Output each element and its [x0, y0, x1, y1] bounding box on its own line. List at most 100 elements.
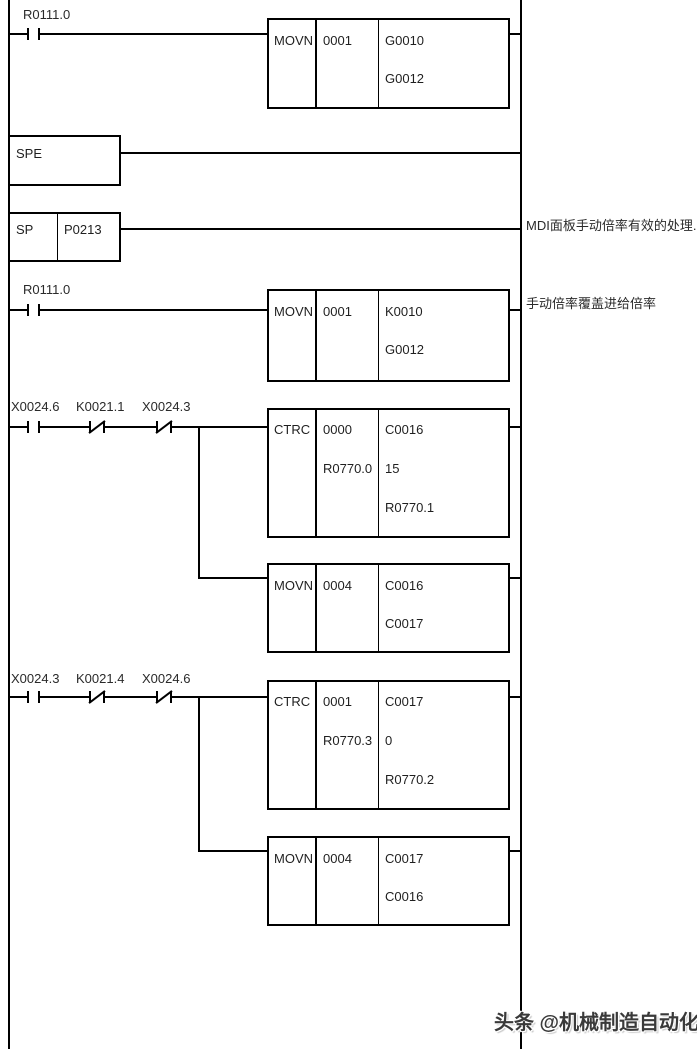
operand: R0770.2 — [385, 772, 435, 787]
contact-no-icon — [27, 304, 40, 316]
opcode: CTRC — [274, 422, 311, 437]
act-value: 0000 — [323, 422, 352, 437]
contact-nc-icon — [155, 420, 173, 434]
contact-label: X0024.6 — [11, 399, 60, 414]
rung4-branch-output-stub — [510, 850, 520, 852]
operand: C0017 — [385, 851, 424, 866]
rung1-output-stub — [510, 33, 520, 35]
contact-label: X0024.6 — [142, 671, 191, 686]
operand: R0770.0 — [323, 461, 373, 476]
contact-no-icon — [27, 28, 40, 40]
contact-bar — [156, 691, 158, 703]
operand-cell: K0010 G0012 — [378, 291, 508, 380]
spe-block: SPE — [8, 135, 121, 186]
rung2-wire — [9, 309, 267, 311]
contact-label: R0111.0 — [23, 282, 71, 297]
operand: G0012 — [385, 342, 425, 357]
spe-label: SPE — [16, 146, 43, 161]
operand: R0770.3 — [323, 733, 373, 748]
instruction-box-movn: MOVN 0001 G0010 G0012 — [267, 18, 510, 109]
opcode-cell: CTRC — [269, 410, 315, 536]
contact-bar — [38, 691, 40, 703]
right-power-rail — [520, 0, 522, 1049]
contact-bar — [27, 28, 29, 40]
operand: C0016 — [385, 422, 424, 437]
contact-nc-icon — [155, 690, 173, 704]
instruction-box-ctrc: CTRC 0001 R0770.3 C0017 0 R0770.2 — [267, 680, 510, 810]
param-cell: 0001 — [315, 20, 378, 107]
contact-bar — [27, 421, 29, 433]
contact-label: K0021.4 — [76, 671, 125, 686]
sp-block: SP P0213 — [8, 212, 121, 262]
act-value: 0004 — [323, 851, 352, 866]
opcode-cell: MOVN — [269, 20, 315, 107]
param-cell: 0001 R0770.3 — [315, 682, 378, 808]
opcode: CTRC — [274, 694, 311, 709]
param-cell: 0001 — [315, 291, 378, 380]
contact-bar — [38, 304, 40, 316]
opcode-cell: MOVN — [269, 838, 315, 924]
contact-bar — [89, 691, 91, 703]
sp-label: SP — [16, 222, 34, 237]
rung4-branch-wire — [198, 696, 200, 852]
param-cell: 0004 — [315, 565, 378, 651]
instruction-box-ctrc: CTRC 0000 R0770.0 C0016 15 R0770.1 — [267, 408, 510, 538]
operand-cell: C0017 C0016 — [378, 838, 508, 924]
contact-bar — [38, 421, 40, 433]
param-cell: 0000 R0770.0 — [315, 410, 378, 536]
spe-output-wire — [121, 152, 520, 154]
opcode: MOVN — [274, 851, 313, 866]
operand-cell: C0016 15 R0770.1 — [378, 410, 508, 536]
operand: G0012 — [385, 71, 425, 86]
contact-bar — [103, 691, 105, 703]
opcode-cell: MOVN — [269, 291, 315, 380]
operand-cell: C0017 0 R0770.2 — [378, 682, 508, 808]
act-value: 0001 — [323, 33, 352, 48]
operand: R0770.1 — [385, 500, 435, 515]
operand: 0 — [385, 733, 393, 748]
contact-nc-icon — [88, 420, 106, 434]
contact-bar — [27, 304, 29, 316]
contact-bar — [89, 421, 91, 433]
contact-bar — [170, 421, 172, 433]
opcode: MOVN — [274, 304, 313, 319]
annotation-mdi: MDI面板手动倍率有效的处理. — [526, 218, 697, 233]
instruction-box-movn: MOVN 0004 C0016 C0017 — [267, 563, 510, 653]
operand-cell: G0010 G0012 — [378, 20, 508, 107]
contact-label: R0111.0 — [23, 7, 71, 22]
operand: C0017 — [385, 616, 424, 631]
operand-cell: C0016 C0017 — [378, 565, 508, 651]
rung2-output-stub — [510, 309, 520, 311]
contact-nc-icon — [88, 690, 106, 704]
rung3-branch-wire — [198, 426, 200, 579]
contact-label: X0024.3 — [142, 399, 191, 414]
contact-label: K0021.1 — [76, 399, 125, 414]
contact-no-icon — [27, 421, 40, 433]
opcode: MOVN — [274, 578, 313, 593]
operand: C0017 — [385, 694, 424, 709]
left-power-rail — [8, 0, 10, 1049]
rung3-output-stub — [510, 426, 520, 428]
instruction-box-movn: MOVN 0004 C0017 C0016 — [267, 836, 510, 926]
contact-label: X0024.3 — [11, 671, 60, 686]
operand: C0016 — [385, 578, 424, 593]
operand: C0016 — [385, 889, 424, 904]
contact-bar — [156, 421, 158, 433]
rung3-branch-wire — [198, 577, 267, 579]
opcode-cell: MOVN — [269, 565, 315, 651]
operand: 15 — [385, 461, 400, 476]
contact-bar — [38, 28, 40, 40]
annotation-override: 手动倍率覆盖进给倍率 — [526, 296, 657, 311]
operand: G0010 — [385, 33, 425, 48]
act-value: 0004 — [323, 578, 352, 593]
instruction-box-movn: MOVN 0001 K0010 G0012 — [267, 289, 510, 382]
act-value: 0001 — [323, 694, 352, 709]
param-cell: 0004 — [315, 838, 378, 924]
contact-bar — [103, 421, 105, 433]
sp-param: P0213 — [57, 214, 119, 260]
sp-output-wire — [121, 228, 520, 230]
rung4-wire — [9, 696, 267, 698]
rung4-output-stub — [510, 696, 520, 698]
contact-bar — [27, 691, 29, 703]
